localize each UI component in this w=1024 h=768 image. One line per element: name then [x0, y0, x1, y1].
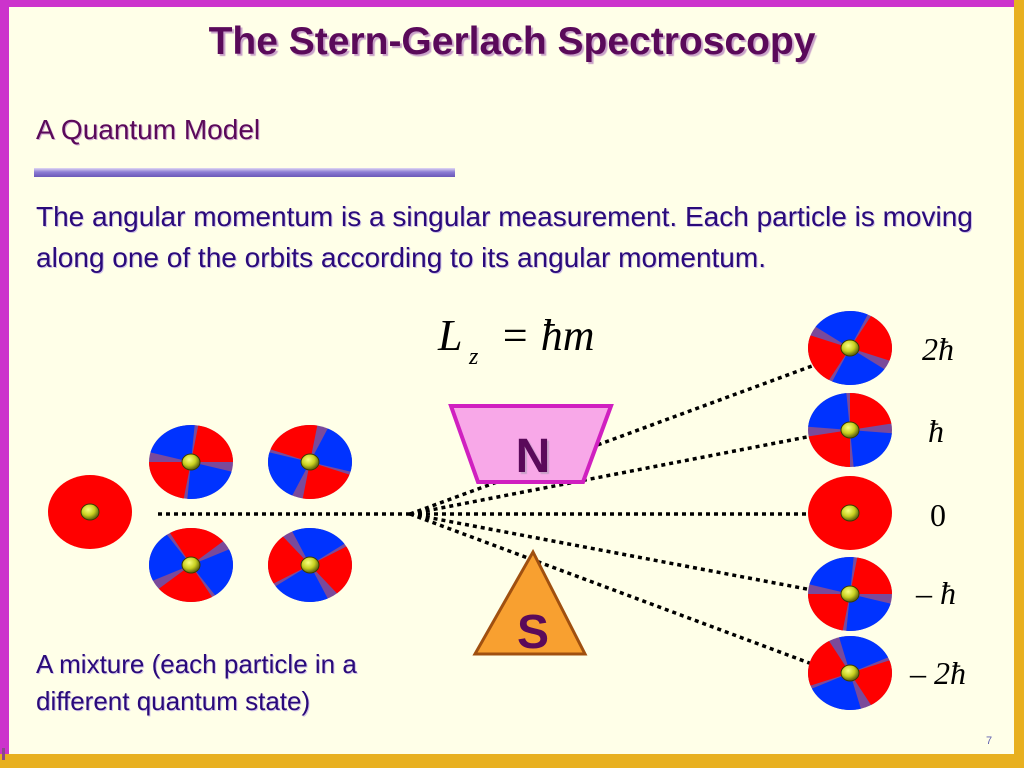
south-magnet: S: [472, 548, 588, 659]
equation-lhs: L: [437, 311, 462, 360]
north-label: N: [516, 430, 551, 483]
frame-bottom-border: [0, 754, 1024, 768]
state-particle-hbar: [808, 393, 892, 467]
page-number: 7: [986, 735, 993, 747]
state-label-minus-hbar: – ħ: [915, 575, 956, 611]
state-labels: 2ħ ħ 0 – ħ – 2ħ: [909, 331, 966, 691]
equation-subscript: z: [468, 344, 479, 370]
beam-path-minus-2hbar: [409, 512, 813, 666]
mixture-particle-3: [148, 527, 234, 603]
corner-mark: [2, 748, 5, 760]
state-particle-zero: [808, 476, 892, 550]
particles: [48, 311, 892, 710]
beam-lines: [158, 364, 813, 666]
frame-right-border: [1014, 0, 1024, 768]
beam-path-minus-hbar: [409, 512, 813, 592]
subtitle-divider: [34, 168, 455, 177]
state-particle-minus-2hbar: [808, 636, 892, 710]
mixture-particle-solid: [48, 475, 132, 549]
slide-subtitle: A Quantum Model: [36, 114, 261, 145]
state-label-hbar: ħ: [928, 413, 944, 449]
frame-top-border: [0, 0, 1024, 7]
state-label-zero: 0: [930, 497, 946, 533]
state-label-minus-2hbar: – 2ħ: [909, 655, 966, 691]
state-label-2hbar: 2ħ: [922, 331, 954, 367]
south-pole-shape: [472, 548, 588, 656]
north-magnet: N: [448, 404, 614, 484]
equation: L z = ħm: [437, 311, 594, 370]
slide-title: The Stern-Gerlach Spectroscopy: [208, 20, 816, 63]
north-pole-shape: [448, 404, 614, 484]
body-text: The angular momentum is a singular measu…: [36, 201, 973, 273]
state-particle-minus-hbar: [808, 557, 892, 631]
south-label: S: [517, 606, 549, 659]
equation-rhs: = ħm: [500, 311, 594, 360]
state-particle-2hbar: [808, 311, 892, 385]
mixture-caption: A mixture (each particle in a different …: [36, 649, 357, 716]
mixture-particle-4: [268, 528, 352, 602]
mixture-particle-2: [268, 425, 352, 500]
frame-left-border: [0, 0, 9, 768]
mixture-particle-1: [149, 425, 234, 499]
